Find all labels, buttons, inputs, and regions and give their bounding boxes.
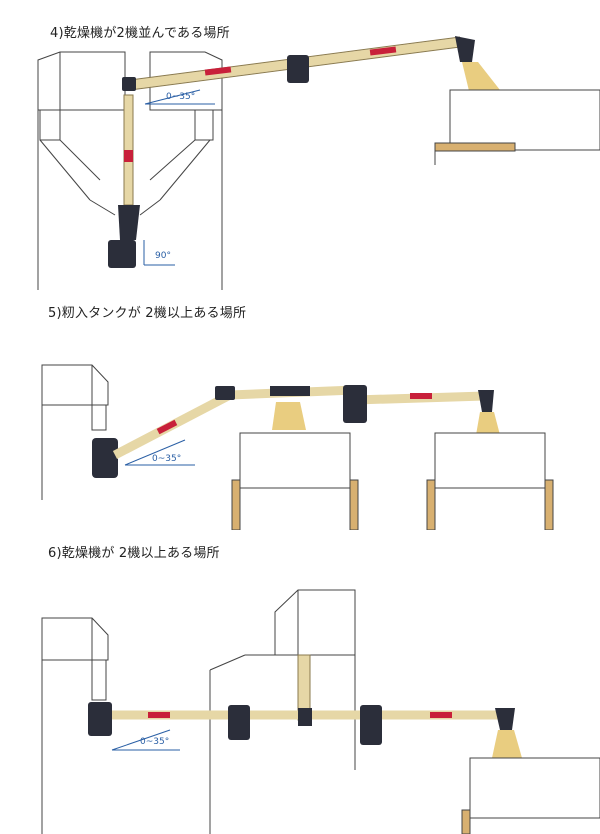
blower-motor-icon — [360, 705, 382, 745]
blower-motor-icon — [88, 702, 112, 736]
dryer-left — [41, 617, 109, 834]
pipe-joint-icon — [270, 386, 310, 396]
angle-label: 0~35° — [140, 737, 169, 747]
dryer-left — [37, 51, 126, 290]
pipe-joint-icon — [215, 386, 235, 400]
accent-label — [369, 46, 397, 56]
nozzle-icon — [478, 390, 494, 412]
accent-label — [430, 712, 452, 718]
blower-motor-icon — [228, 705, 250, 740]
section-4: 4)乾燥機が2機並んである場所 — [0, 0, 600, 290]
spray-icon — [492, 730, 522, 758]
accent-label — [156, 419, 178, 435]
diagram-6: 0~35° — [41, 589, 600, 834]
angle-guide — [111, 729, 180, 751]
vertical-label: 90° — [155, 251, 171, 261]
blower-motor-icon — [118, 205, 140, 240]
diagram-4: 0~35° 90° — [37, 36, 600, 290]
accent-label — [204, 66, 232, 76]
section-title: 5)籾入タンクが 2機以上ある場所 — [48, 306, 247, 321]
accent-label — [410, 393, 432, 399]
spray-icon — [476, 412, 500, 435]
section-5: 5)籾入タンクが 2機以上ある場所 — [0, 290, 600, 530]
spray-icon — [462, 62, 500, 95]
nozzle-icon — [455, 36, 475, 62]
accent-label — [124, 150, 133, 162]
angle-guide — [143, 89, 215, 266]
angle-guide — [124, 439, 195, 466]
pipe-joint-icon — [122, 77, 136, 91]
accent-label — [148, 712, 170, 718]
section-title: 4)乾燥機が2機並んである場所 — [50, 26, 230, 41]
pipe-joint-icon — [298, 708, 312, 726]
tank-right — [426, 432, 554, 530]
nozzle-icon — [495, 708, 515, 730]
section-6: 6)乾燥機が 2機以上ある場所 — [0, 530, 600, 834]
dryer-right — [209, 589, 356, 834]
bin — [434, 89, 600, 165]
pipe-joint-icon — [287, 55, 309, 83]
blower-motor-icon — [343, 385, 367, 423]
blower-motor-icon — [92, 438, 118, 478]
spray-icon — [272, 402, 306, 430]
bin — [461, 757, 600, 834]
section-title: 6)乾燥機が 2機以上ある場所 — [48, 546, 220, 561]
hopper — [89, 199, 161, 216]
angle-label: 0~35° — [152, 454, 181, 464]
diagram-5: 0~35° — [41, 364, 554, 530]
tank-left — [41, 364, 109, 500]
blower-base — [108, 240, 136, 268]
tank-middle — [231, 432, 359, 530]
angle-label: 0~35° — [166, 92, 195, 102]
